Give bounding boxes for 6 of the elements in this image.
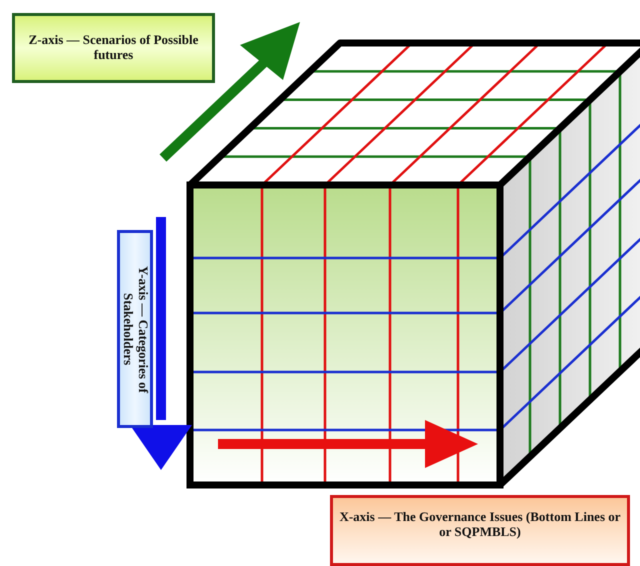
label-box [117,230,153,428]
axis-label: Y-axis — Categories of Stakeholders [120,264,150,395]
axis-label: X-axis — The Governance Issues (Bottom Lines or or SQPMBLS) [338,510,622,540]
axis-label: Z-axis — Scenarios of Possible futures [28,33,200,63]
label-box [330,495,630,566]
label-box [12,13,215,83]
